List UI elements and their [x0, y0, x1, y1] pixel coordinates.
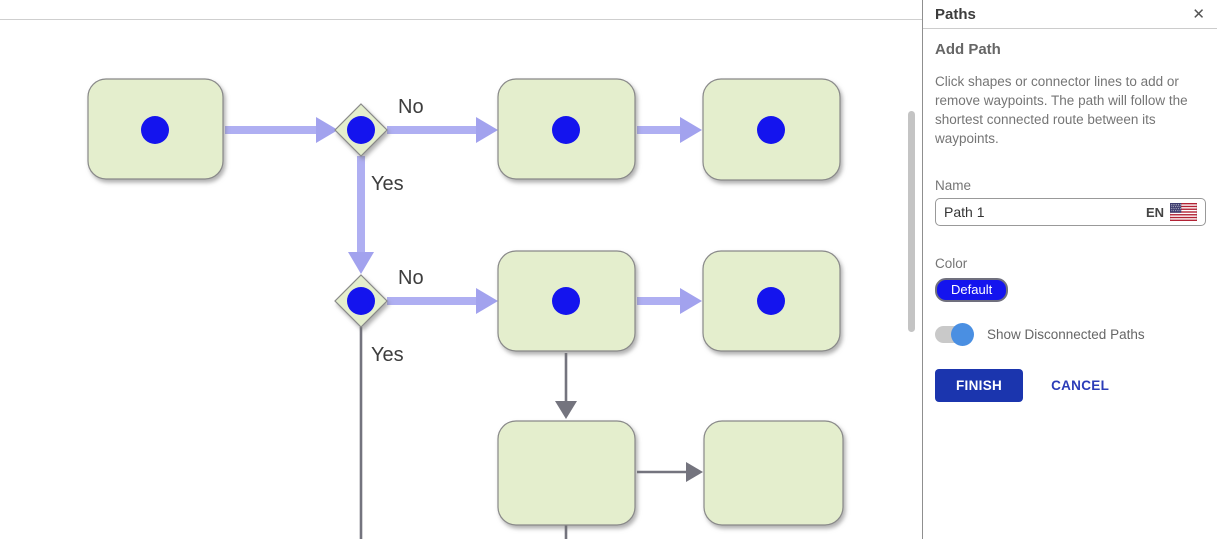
show-disconnected-paths-toggle[interactable] — [935, 323, 974, 346]
section-title: Add Path — [935, 41, 1001, 58]
cancel-button[interactable]: CANCEL — [1045, 377, 1115, 394]
waypoint-dot — [347, 287, 375, 315]
instructions-text: Click shapes or connector lines to add o… — [935, 74, 1188, 146]
color-default-chip[interactable]: Default — [935, 278, 1009, 302]
panel-title: Paths — [935, 5, 976, 23]
branch-label-yes-bottom: Yes — [371, 344, 404, 366]
waypoint-dot — [141, 116, 169, 144]
canvas-scrollbar-thumb[interactable] — [908, 111, 915, 332]
gray-connectors[interactable] — [359, 327, 703, 539]
branch-label-no-top: No — [398, 96, 424, 118]
path-name-input[interactable] — [944, 204, 1146, 220]
waypoint-dot — [347, 116, 375, 144]
panel-body: Add Path Click shapes or connector lines… — [923, 29, 1217, 402]
waypoint-dot — [552, 287, 580, 315]
color-label: Color — [935, 256, 968, 271]
panel-header: Paths ✕ — [923, 0, 1217, 29]
waypoint-dots — [141, 116, 785, 315]
name-label: Name — [935, 178, 972, 193]
diagram-canvas[interactable]: No Yes No Yes — [0, 0, 922, 539]
process-shape-bottom-right[interactable] — [703, 420, 844, 526]
process-shape-bottom-middle[interactable] — [497, 420, 636, 526]
waypoint-dot — [552, 116, 580, 144]
canvas-top-border — [0, 19, 922, 20]
paths-panel: Paths ✕ Add Path Click shapes or connect… — [922, 0, 1217, 539]
toggle-row: Show Disconnected Paths — [935, 323, 1203, 346]
toggle-knob — [951, 323, 974, 346]
finish-button[interactable]: FINISH — [935, 369, 1024, 402]
branch-label-yes-top: Yes — [371, 173, 404, 195]
flowchart: No Yes No Yes — [87, 78, 844, 539]
branch-label-no-bottom: No — [398, 267, 424, 289]
close-icon[interactable]: ✕ — [1192, 5, 1205, 23]
name-field-container: EN — [935, 198, 1206, 226]
highlighted-path[interactable] — [225, 117, 702, 314]
us-flag-icon[interactable] — [1170, 203, 1197, 221]
toggle-label: Show Disconnected Paths — [987, 327, 1145, 342]
waypoint-dot — [757, 116, 785, 144]
action-buttons: FINISH CANCEL — [935, 369, 1203, 402]
waypoint-dot — [757, 287, 785, 315]
language-badge: EN — [1145, 204, 1164, 220]
